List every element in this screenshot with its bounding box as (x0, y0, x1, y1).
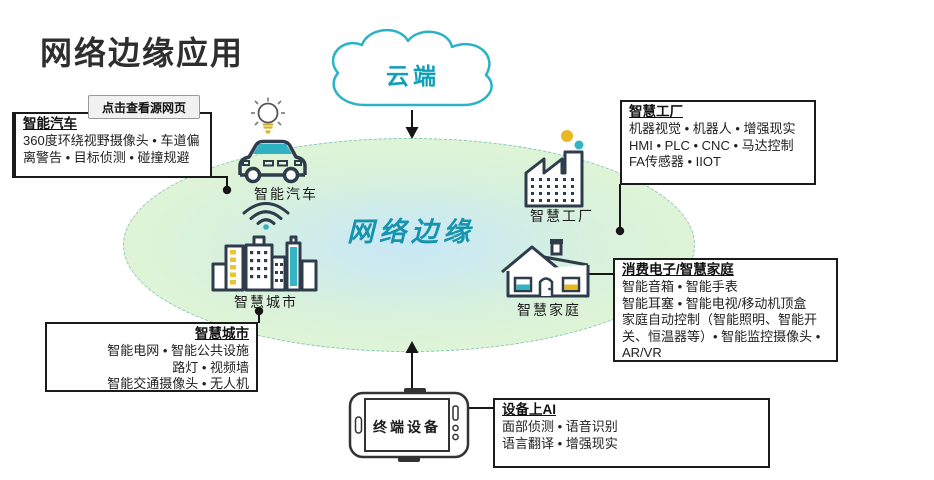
callout-line: FA传感器 • IIOT (629, 154, 721, 170)
cloud-icon (331, 28, 493, 107)
smart-factory-node-label: 智慧工厂 (530, 208, 594, 224)
smart-car-node-label: 智能汽车 (254, 186, 318, 202)
callout-line: 语言翻译 • 增强现实 (502, 435, 618, 451)
smart-city-icon (211, 235, 318, 292)
callout-consumer-home: 消费电子/智慧家庭 智能音箱 • 智能手表 智能耳塞 • 智能电视/移动机顶盒 … (613, 258, 838, 362)
callout-line: 360度环绕视野摄像头 • 车道偏离警告 • 目标侦测 • 碰撞规避 (23, 132, 200, 165)
callout-title: 智慧城市 (195, 326, 249, 341)
callout-title: 消费电子/智慧家庭 (622, 262, 734, 277)
callout-line: 智能电网 • 智能公共设施 (107, 342, 249, 358)
callout-line: 智能耳塞 • 智能电视/移动机顶盒 (622, 295, 807, 311)
wifi-icon (242, 202, 290, 230)
smart-car-icon (238, 139, 307, 184)
smartphone-icon (348, 388, 470, 462)
source-link-tooltip[interactable]: 点击查看源网页 (88, 95, 200, 119)
network-edge-label: 网络边缘 (347, 217, 475, 247)
callout-smart-factory: 智慧工厂 机器视觉 • 机器人 • 增强现实 HMI • PLC • CNC •… (620, 100, 816, 185)
callout-line: 智能交通摄像头 • 无人机 (107, 376, 249, 392)
callout-title: 智能汽车 (23, 116, 77, 131)
smart-city-node-label: 智慧城市 (234, 294, 298, 310)
callout-line: 家庭自动控制（智能照明、智能开关、恒温器等）• 智能监控摄像头 • AR/VR (622, 312, 821, 361)
cloud-label: 云端 (386, 63, 440, 89)
callout-line: 路灯 • 视频墙 (172, 359, 249, 375)
callout-line: HMI • PLC • CNC • 马达控制 (629, 137, 794, 153)
callout-title: 设备上AI (502, 402, 556, 417)
callout-line: 机器视觉 • 机器人 • 增强现实 (629, 120, 796, 136)
callout-line: 智能音箱 • 智能手表 (622, 278, 738, 294)
smart-home-icon (501, 239, 590, 298)
callout-title: 智慧工厂 (629, 104, 683, 119)
network-edge-ellipse (123, 138, 695, 352)
page-title: 网络边缘应用 (40, 34, 245, 72)
lightbulb-icon (251, 97, 285, 134)
terminal-device-label: 终端设备 (373, 419, 441, 435)
smart-factory-icon (524, 130, 584, 208)
callout-smart-car: 智能汽车 360度环绕视野摄像头 • 车道偏离警告 • 目标侦测 • 碰撞规避 (12, 112, 212, 178)
callout-smart-city: 智慧城市 智能电网 • 智能公共设施 路灯 • 视频墙 智能交通摄像头 • 无人… (45, 322, 258, 392)
smart-home-node-label: 智慧家庭 (517, 302, 581, 318)
callout-line: 面部侦测 • 语音识别 (502, 418, 618, 434)
callout-on-device-ai: 设备上AI 面部侦测 • 语音识别 语言翻译 • 增强现实 (493, 398, 770, 468)
